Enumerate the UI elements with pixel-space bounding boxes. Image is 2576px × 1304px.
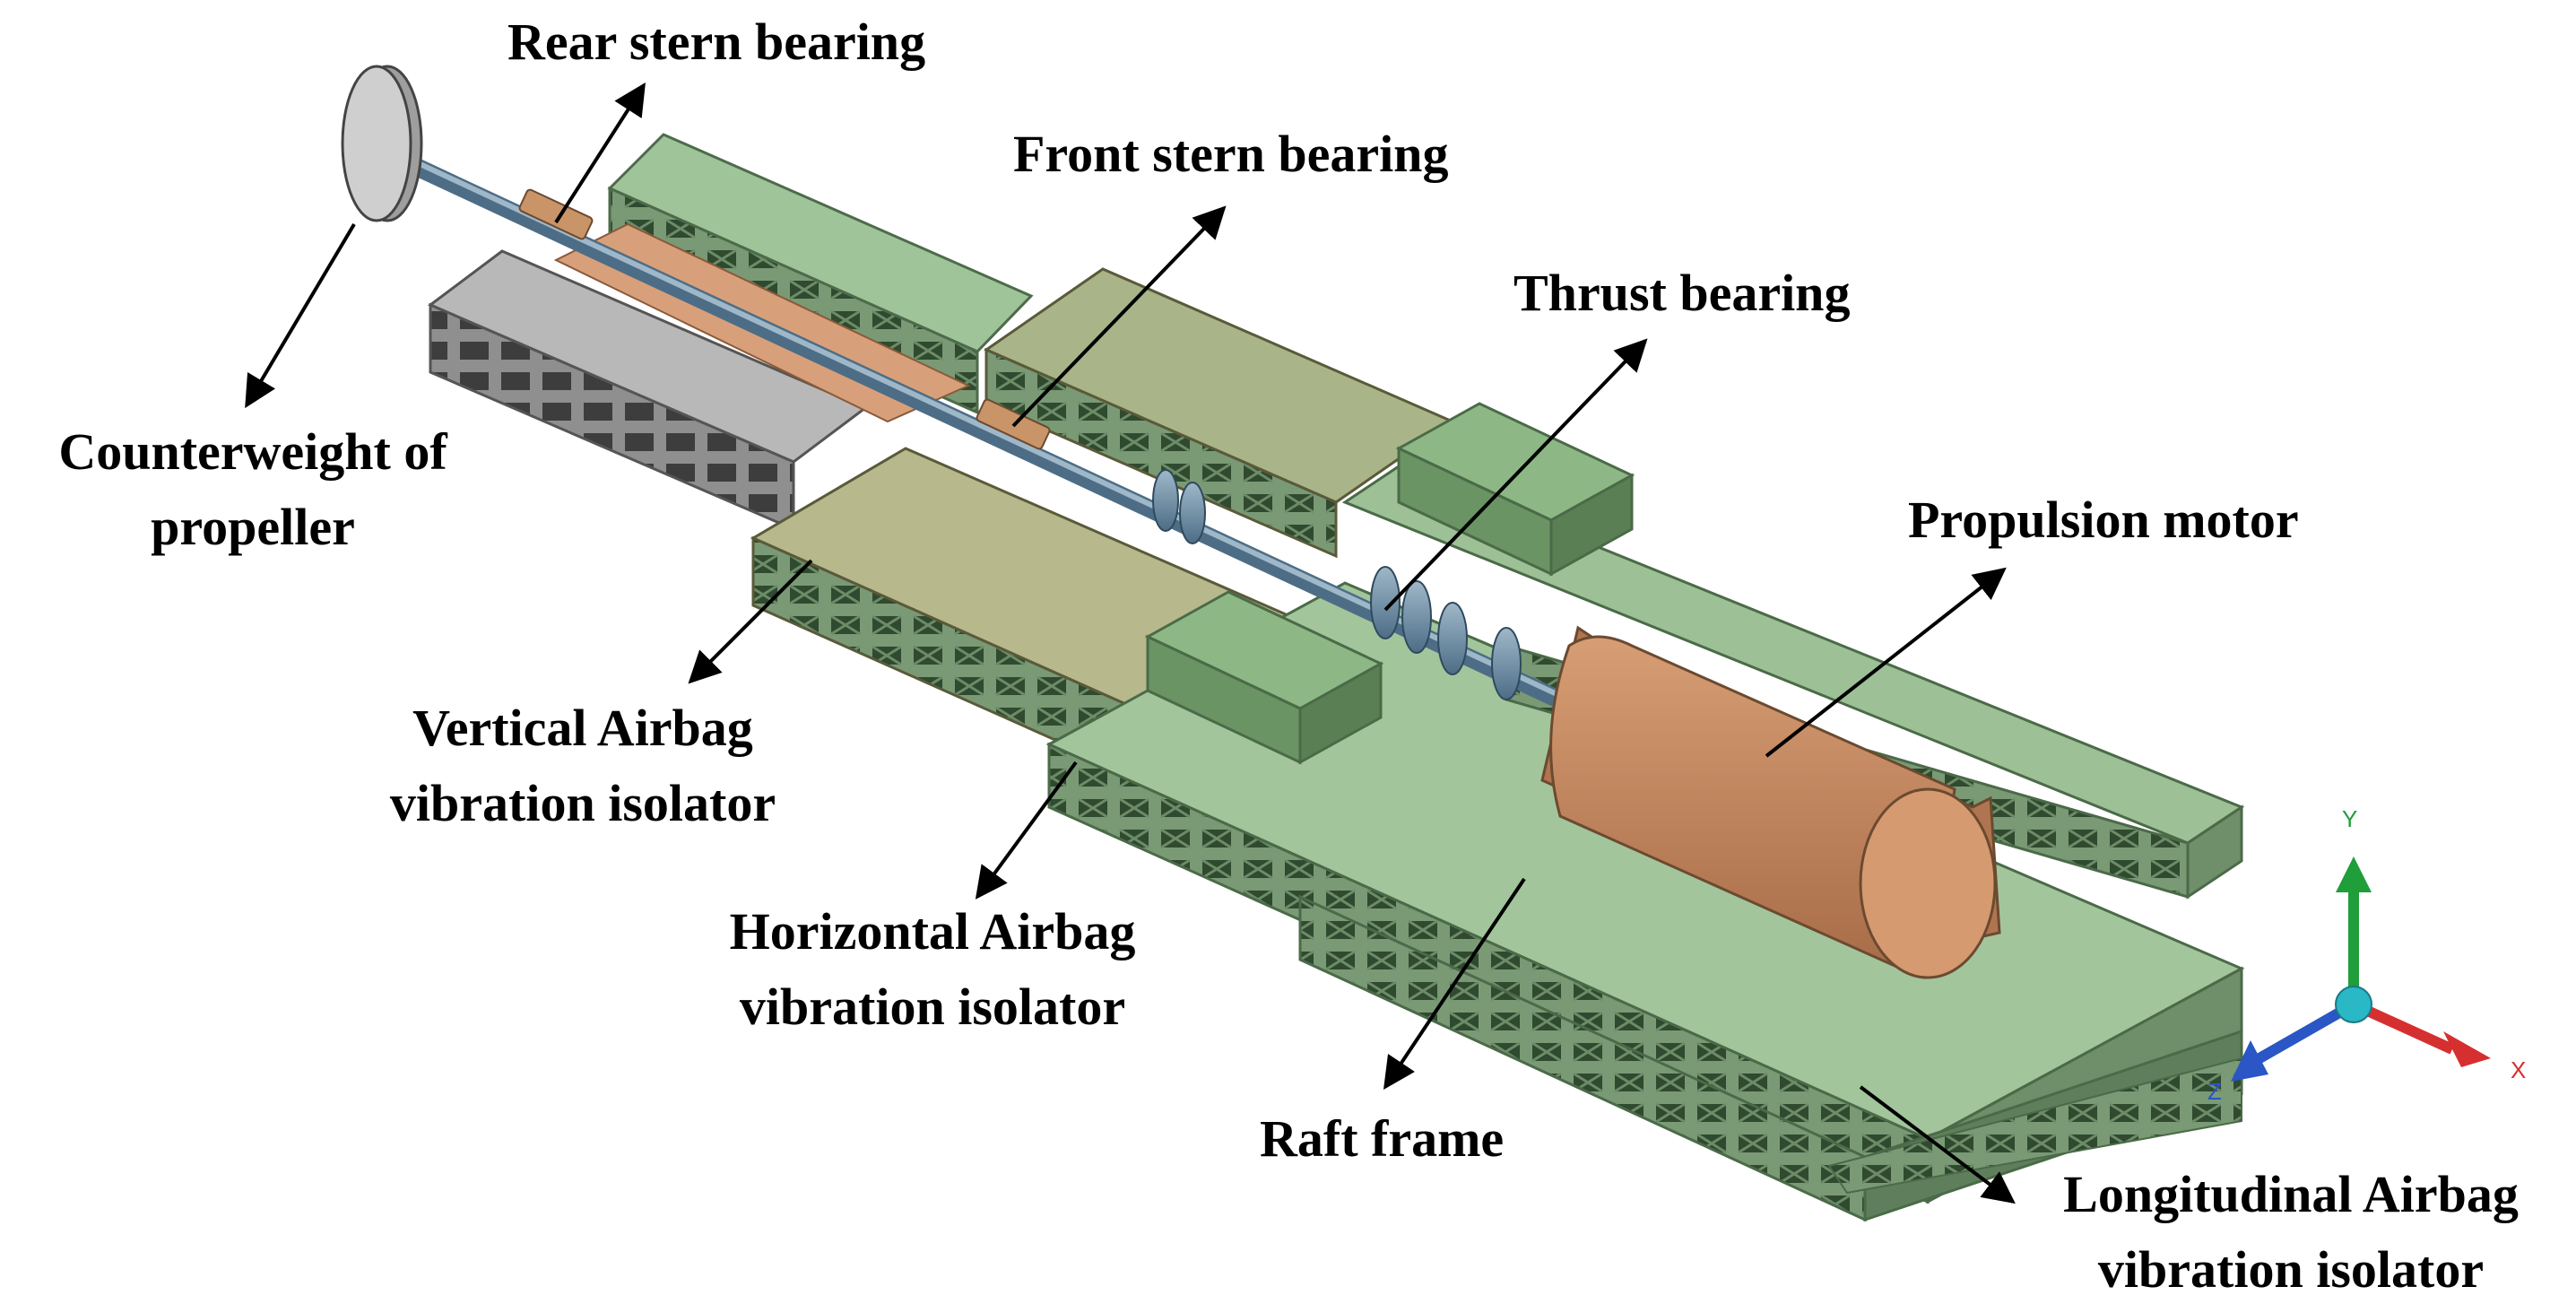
label-longitudinal-isolator: Longitudinal Airbag vibration isolator: [2063, 1165, 2519, 1300]
label-propulsion-motor: Propulsion motor: [1908, 491, 2299, 549]
thrust-bearing-part: [1370, 566, 1401, 639]
arrow-front-stern-bearing: [1011, 205, 1227, 428]
propeller-counterweight: [341, 65, 423, 222]
label-front-stern-bearing: Front stern bearing: [1013, 125, 1449, 183]
label-horizontal-isolator: Horizontal Airbag vibration isolator: [729, 902, 1136, 1037]
arrow-raft-frame: [1383, 877, 1526, 1090]
label-raft-frame: Raft frame: [1260, 1109, 1505, 1168]
label-thrust-bearing: Thrust bearing: [1514, 264, 1851, 322]
arrow-thrust-bearing: [1383, 338, 1648, 612]
rear-stern-bearing-part: [518, 188, 594, 240]
axis-label-y: Y: [2342, 805, 2358, 832]
axis-origin: [2335, 986, 2372, 1023]
arrow-propulsion-motor: [1765, 567, 2007, 758]
arrow-longitudinal-isolator: [1859, 1085, 2016, 1204]
arrow-counterweight: [245, 222, 356, 409]
shaft-line: [377, 143, 1587, 717]
axis-label-z: Z: [2207, 1078, 2222, 1105]
label-counterweight: Counterweight of propeller: [58, 422, 447, 557]
leader-arrows: [245, 82, 2016, 1204]
coordinate-axes: [2231, 856, 2491, 1082]
label-rear-stern-bearing: Rear stern bearing: [507, 13, 926, 71]
arrow-vertical-isolator: [688, 559, 813, 684]
arrow-horizontal-isolator: [975, 761, 1078, 900]
axis-label-x: X: [2511, 1056, 2527, 1083]
equipment-blocks: [1144, 402, 1635, 765]
propulsion-motor: [1540, 625, 2001, 979]
label-vertical-isolator: Vertical Airbag vibration isolator: [389, 699, 776, 833]
arrow-rear-stern-bearing: [554, 82, 646, 224]
